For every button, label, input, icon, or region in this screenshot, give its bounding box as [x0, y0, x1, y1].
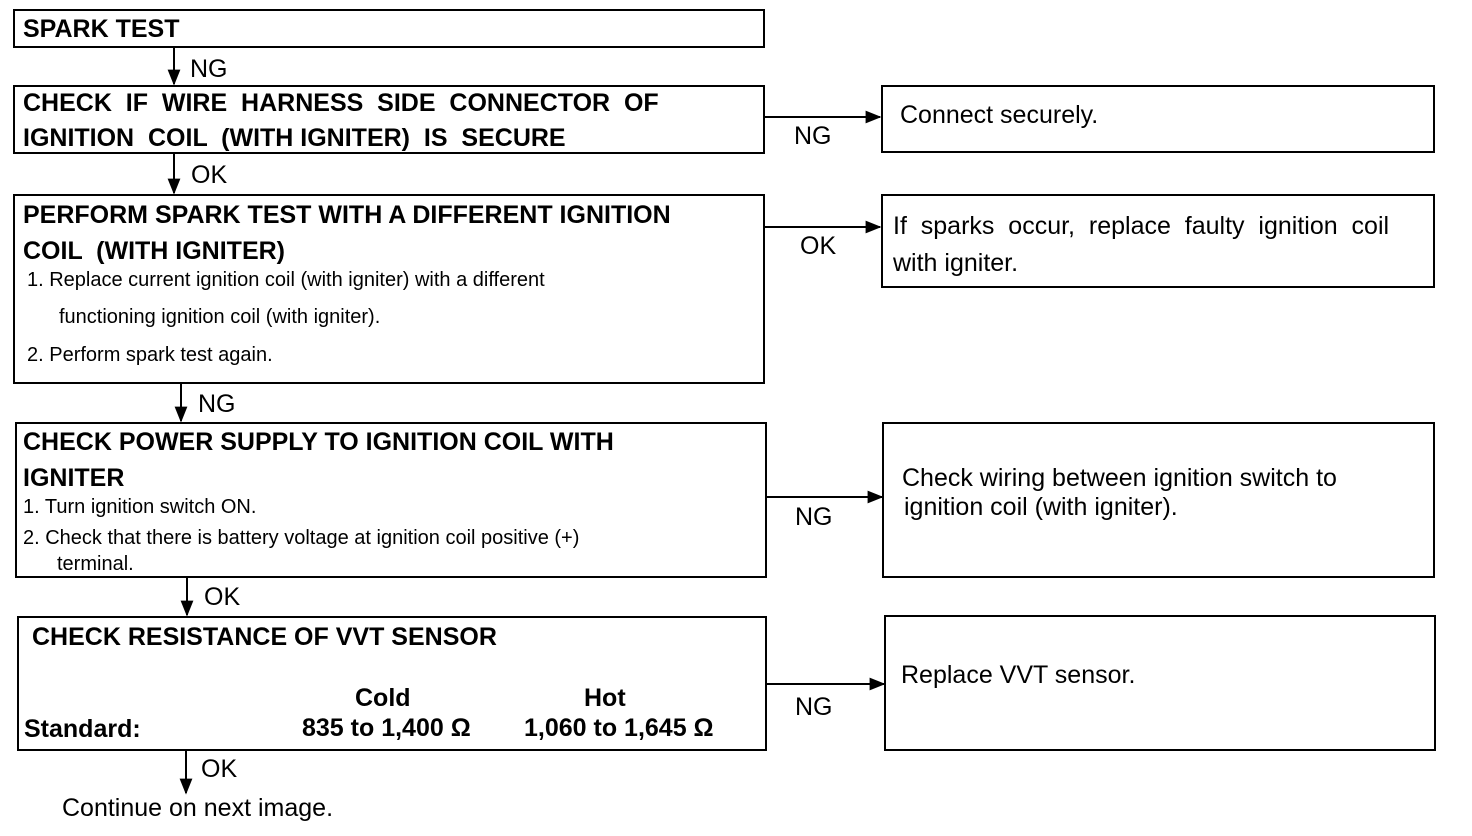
result-text-line-1: Check wiring between ignition switch to — [902, 464, 1337, 492]
table-header-hot: Hot — [584, 684, 626, 712]
result-text: Replace VVT sensor. — [901, 661, 1136, 689]
label-side-ng-1: NG — [794, 122, 832, 150]
step-spark-test-box: SPARK TEST — [13, 9, 765, 48]
result-text: Connect securely. — [900, 101, 1099, 129]
result-connect-securely-box: Connect securely. — [881, 85, 1435, 153]
step-item: 2. Check that there is battery voltage a… — [23, 527, 580, 549]
step-check-power-supply-box: CHECK POWER SUPPLY TO IGNITION COIL WITH… — [15, 422, 767, 578]
step-perform-spark-test-box: PERFORM SPARK TEST WITH A DIFFERENT IGNI… — [13, 194, 765, 384]
continue-text: Continue on next image. — [62, 794, 334, 822]
result-replace-coil-box: If sparks occur, replace faulty ignition… — [881, 194, 1435, 288]
result-text-line-2: ignition coil (with igniter). — [904, 493, 1178, 521]
step-check-connector-box: CHECK IF WIRE HARNESS SIDE CONNECTOR OF … — [13, 85, 765, 154]
step-item: 2. Perform spark test again. — [27, 344, 273, 366]
step-title: CHECK RESISTANCE OF VVT SENSOR — [32, 623, 497, 651]
label-side-ok-2: OK — [800, 232, 837, 260]
result-text-line-2: with igniter. — [893, 249, 1019, 277]
step-check-vvt-resistance-box: CHECK RESISTANCE OF VVT SENSOR Cold Hot … — [17, 616, 767, 751]
label-down-ok-4: OK — [204, 583, 241, 611]
step-title-line-2: COIL (WITH IGNITER) — [23, 237, 286, 265]
result-replace-vvt-sensor-box: Replace VVT sensor. — [884, 615, 1436, 751]
step-item: terminal. — [57, 553, 134, 575]
step-title-line-2: IGNITER — [23, 464, 125, 492]
step-title: SPARK TEST — [23, 15, 180, 43]
table-header-cold: Cold — [355, 684, 411, 712]
step-item: 1. Turn ignition switch ON. — [23, 496, 257, 518]
step-title-line-1: CHECK IF WIRE HARNESS SIDE CONNECTOR OF — [23, 89, 659, 117]
step-item: 1. Replace current ignition coil (with i… — [27, 269, 545, 291]
table-cold-value: 835 to 1,400 Ω — [302, 714, 471, 742]
result-text-line-1: If sparks occur, replace faulty ignition… — [893, 212, 1390, 240]
label-down-ng-1: NG — [190, 55, 228, 83]
step-item: functioning ignition coil (with igniter)… — [59, 306, 381, 328]
result-check-wiring-box: Check wiring between ignition switch to … — [882, 422, 1435, 578]
step-title-line-1: PERFORM SPARK TEST WITH A DIFFERENT IGNI… — [23, 201, 671, 229]
step-title-line-1: CHECK POWER SUPPLY TO IGNITION COIL WITH — [23, 428, 614, 456]
table-row-label: Standard: — [24, 715, 141, 743]
label-side-ng-3: NG — [795, 503, 833, 531]
label-down-ng-3: NG — [198, 390, 236, 418]
label-side-ng-4: NG — [795, 693, 833, 721]
label-down-ok-5: OK — [201, 755, 238, 783]
table-hot-value: 1,060 to 1,645 Ω — [524, 714, 714, 742]
step-title-line-2: IGNITION COIL (WITH IGNITER) IS SECURE — [23, 124, 566, 152]
label-down-ok-2: OK — [191, 161, 228, 189]
